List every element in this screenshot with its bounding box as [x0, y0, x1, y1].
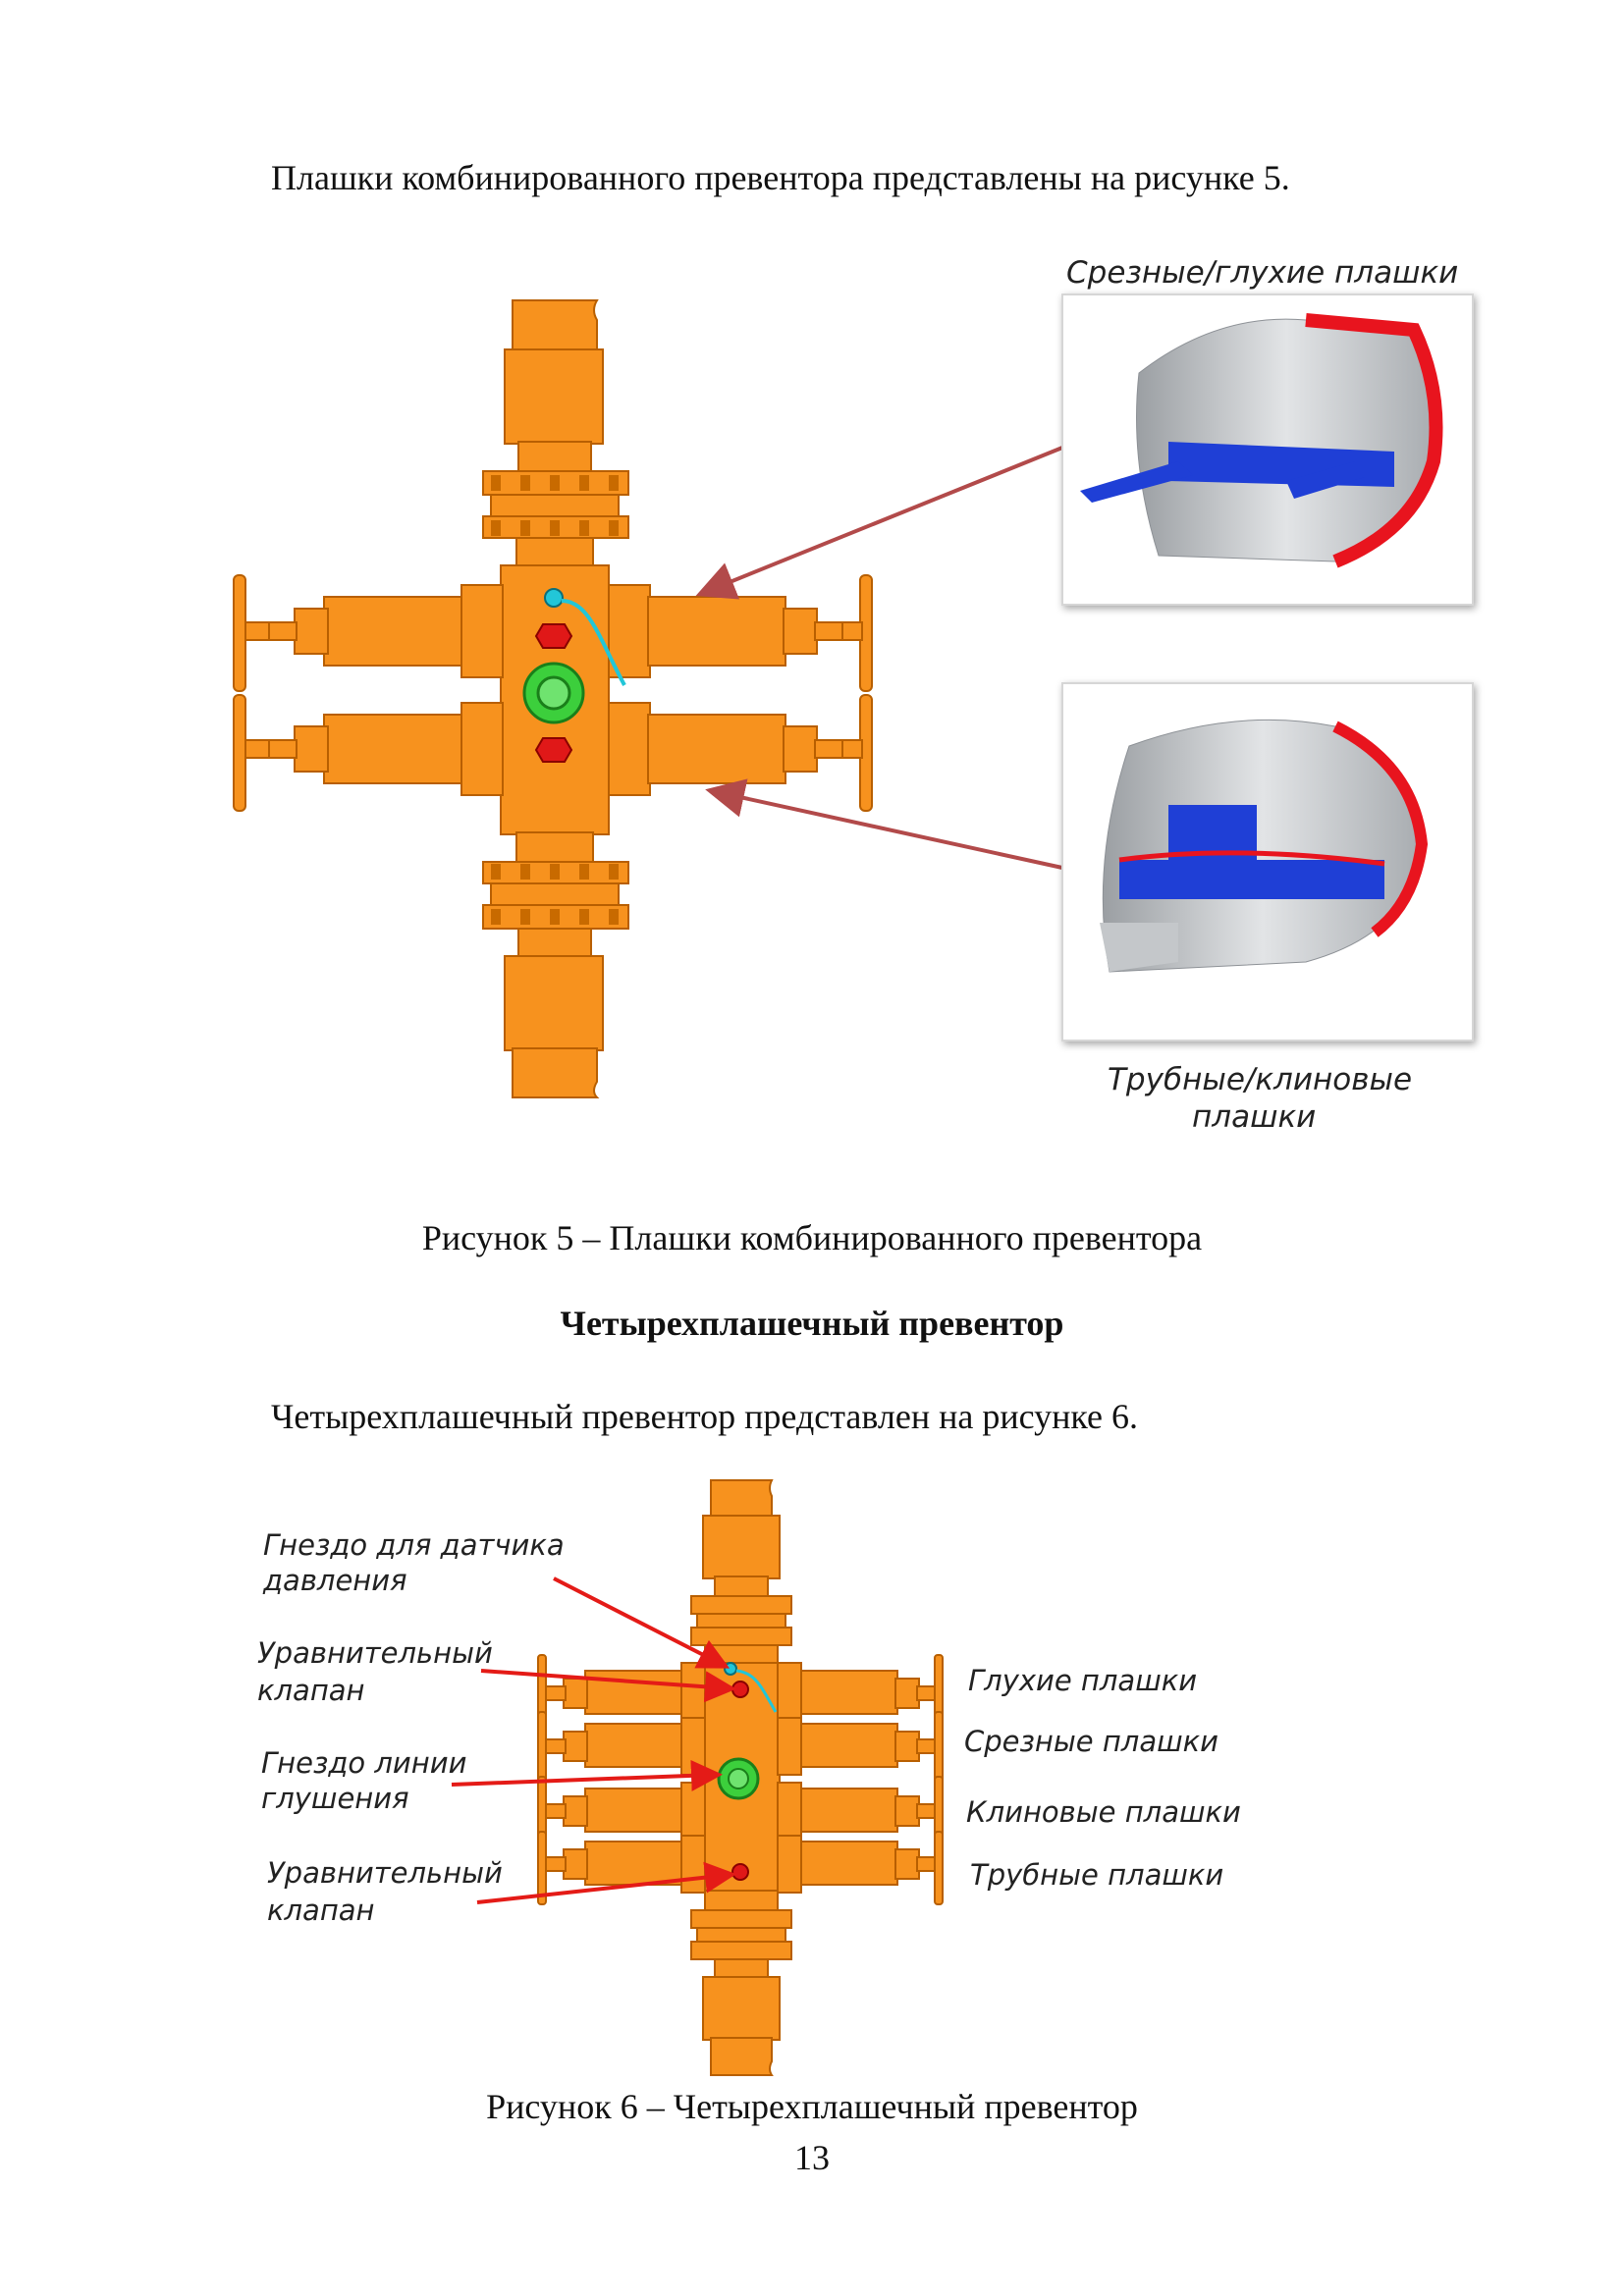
- ram-cutaway-pipe: [1061, 682, 1474, 1041]
- arrow-equalizing-valve-2: [476, 1861, 736, 1904]
- sensor-port-icon: [544, 588, 564, 608]
- equalizing-valve-icon: [731, 1681, 749, 1698]
- handwheel-icon: [537, 1654, 944, 1905]
- intro-paragraph-fig6: Четырехплашечный превентор представлен н…: [271, 1397, 1138, 1436]
- label-valve2-line2: клапан: [267, 1894, 375, 1927]
- section-heading: Четырехплашечный превентор: [560, 1304, 1064, 1343]
- label-valve2-line1: Уравнительный: [267, 1856, 503, 1890]
- arrow-kill-line: [451, 1759, 723, 1791]
- label-shear-rams: Срезные плашки: [964, 1725, 1218, 1758]
- page-number: 13: [794, 2138, 830, 2177]
- sensor-port-icon: [724, 1662, 737, 1676]
- figure5-caption: Рисунок 5 – Плашки комбинированного прев…: [421, 1218, 1203, 1257]
- label-valve1-line2: клапан: [257, 1674, 365, 1707]
- arrow-sensor-port: [553, 1576, 731, 1669]
- intro-paragraph-fig5: Плашки комбинированного превентора предс…: [271, 158, 1290, 197]
- figure6-caption: Рисунок 6 – Четырехплашечный превентор: [486, 2087, 1138, 2126]
- equalizing-valve-icon: [534, 737, 573, 763]
- handwheel-icon: [233, 574, 873, 812]
- label-pipe-rams: Трубные плашки: [970, 1858, 1223, 1892]
- label-sensor-port-line1: Гнездо для датчика: [263, 1528, 565, 1562]
- label-shear-blind-rams: Срезные/глухие плашки: [1066, 255, 1458, 291]
- arrow-equalizing-valve-1: [480, 1669, 736, 1703]
- ram-cutaway-shear: [1061, 294, 1474, 606]
- arrow-to-lower-ram: [705, 778, 1063, 870]
- equalizing-valve-icon: [534, 623, 573, 649]
- equalizing-valve-icon: [731, 1863, 749, 1881]
- label-pipe-wedge-rams-line2: плашки: [1192, 1099, 1316, 1135]
- figure5-preventer: [266, 299, 845, 1098]
- label-pipe-wedge-rams-line1: Трубные/клиновые: [1108, 1062, 1412, 1097]
- label-kill-line-line2: глушения: [261, 1782, 409, 1815]
- arrow-to-upper-ram: [695, 446, 1063, 600]
- label-valve1-line1: Уравнительный: [257, 1636, 493, 1670]
- label-blind-rams: Глухие плашки: [968, 1664, 1197, 1697]
- label-wedge-rams: Клиновые плашки: [966, 1795, 1241, 1829]
- label-sensor-port-line2: давления: [262, 1564, 407, 1597]
- label-kill-line-line1: Гнездо линии: [261, 1746, 466, 1780]
